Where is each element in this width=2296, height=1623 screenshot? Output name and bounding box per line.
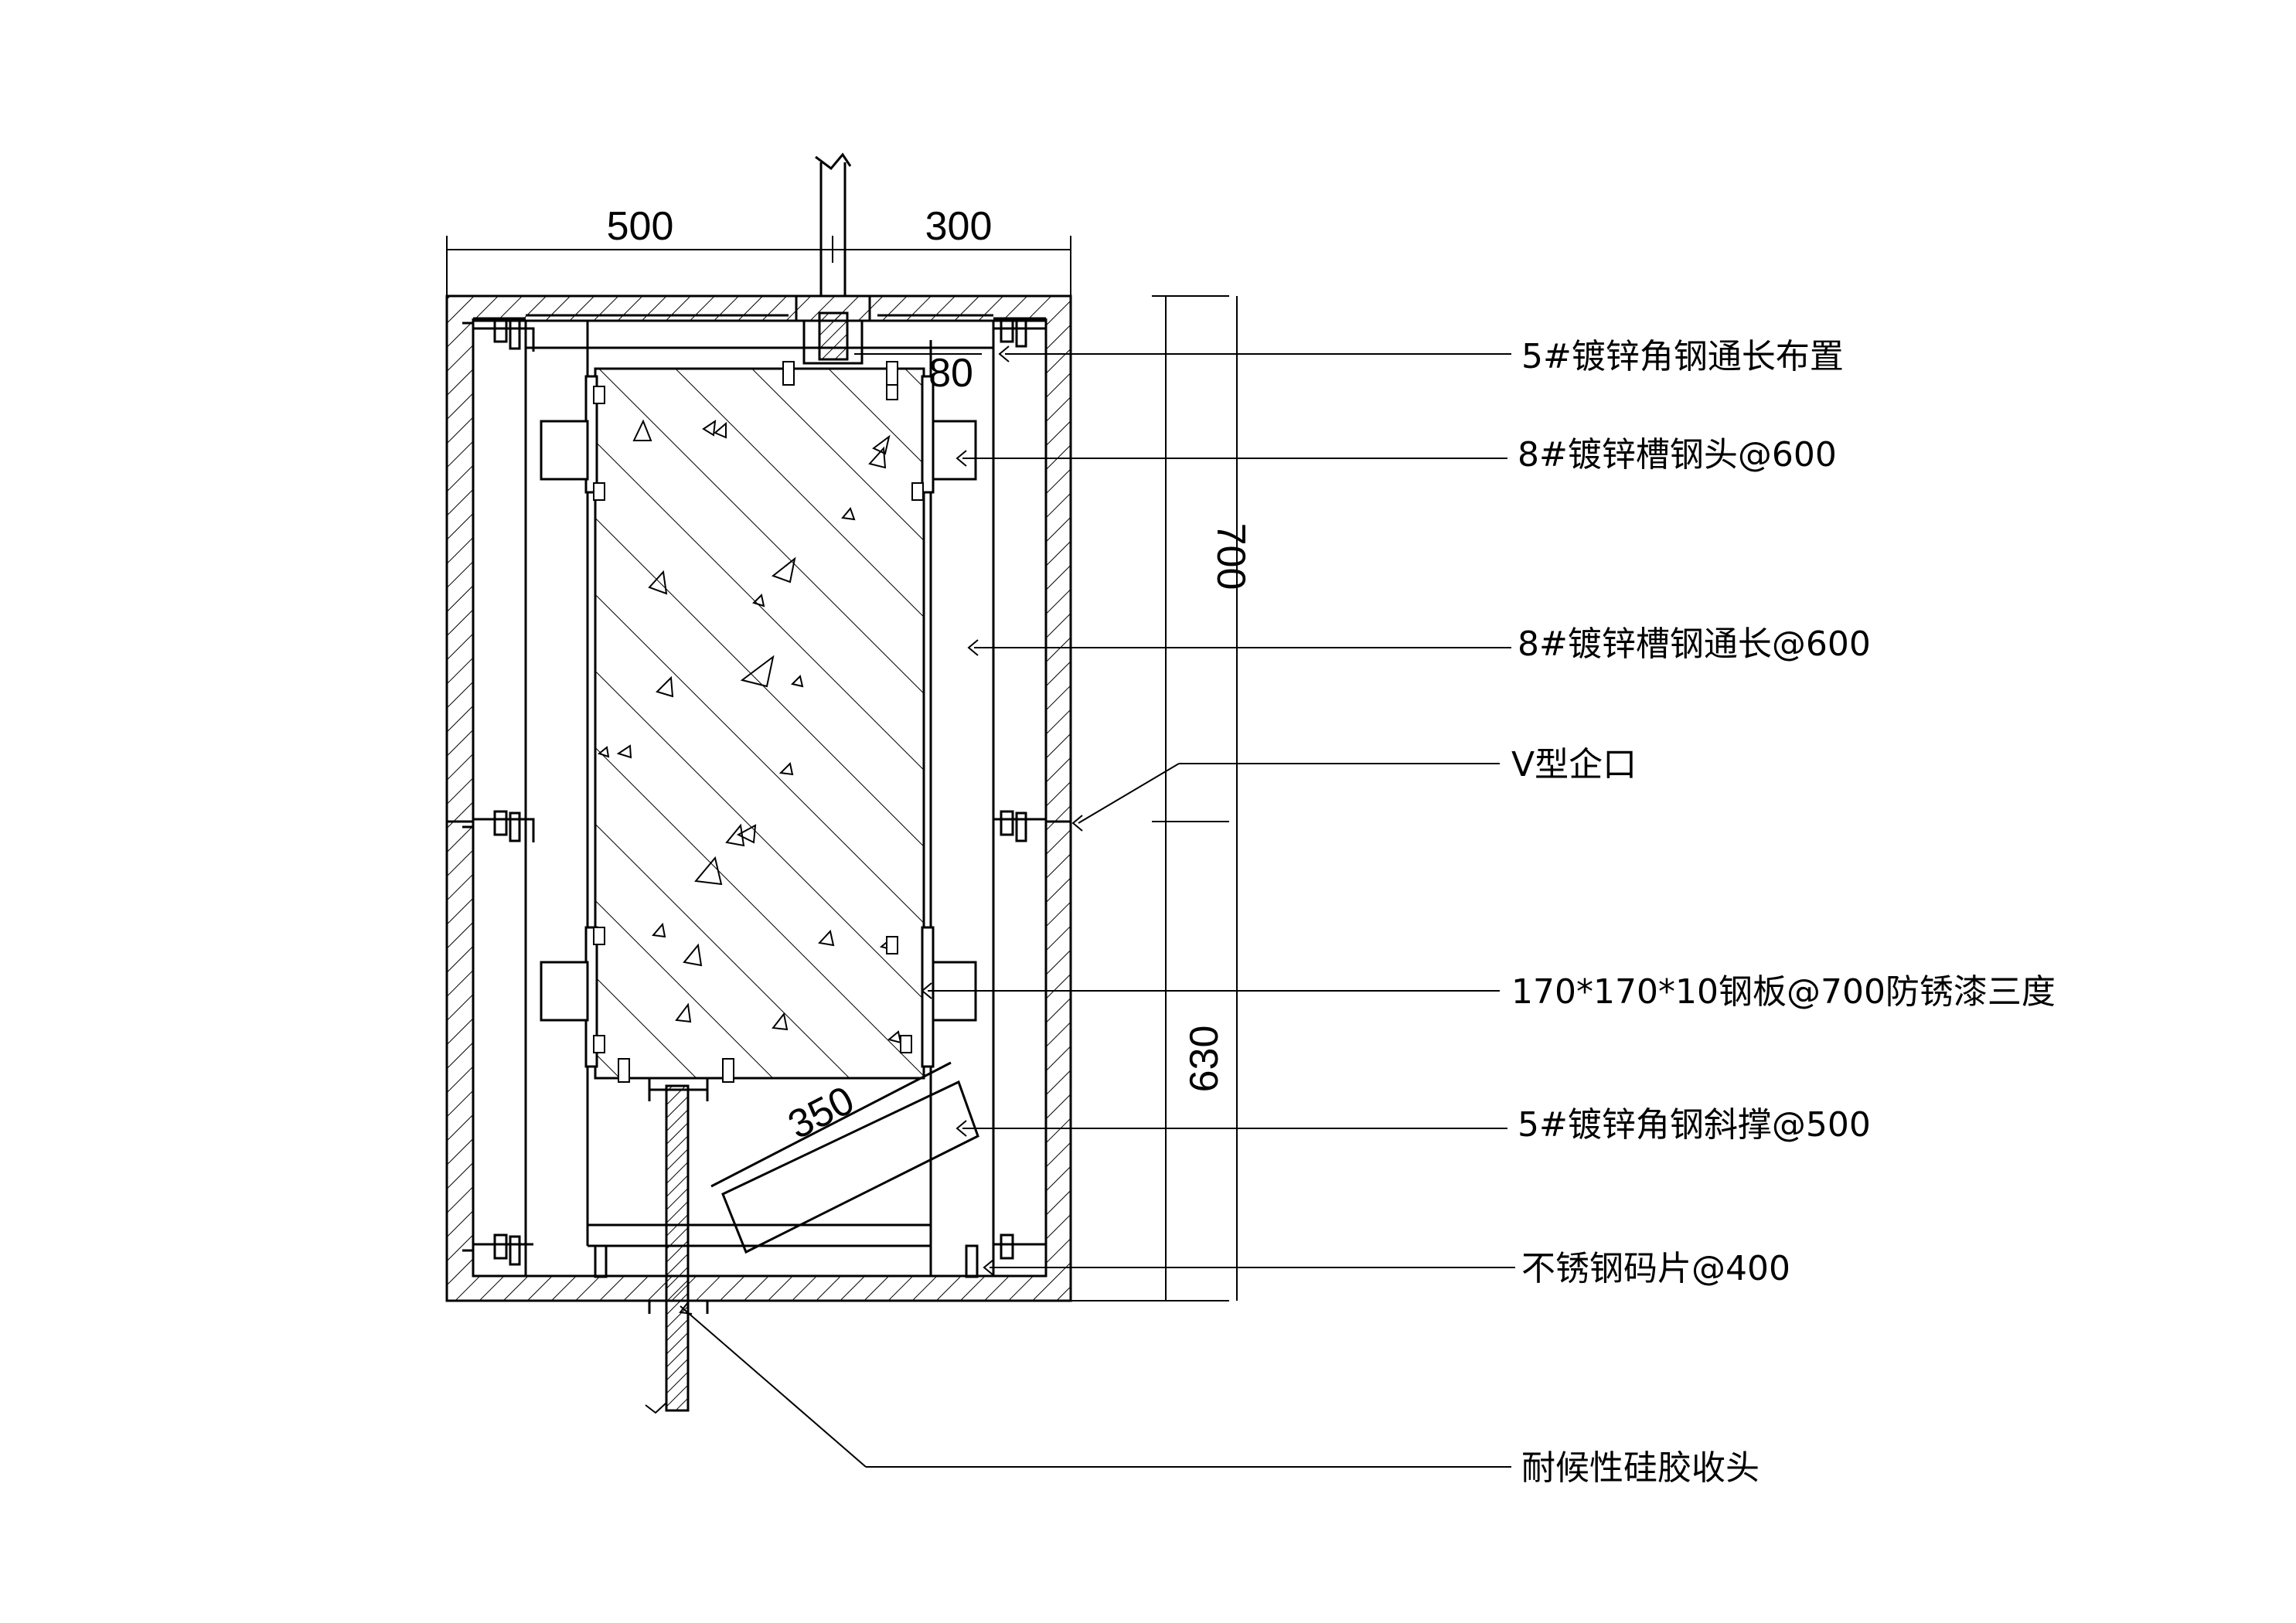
label-diagonal-brace: 5#镀锌角钢斜撑@500 xyxy=(1518,1105,1871,1145)
side-brackets xyxy=(462,317,1048,1278)
label-channel-head: 8#镀锌槽钢头@600 xyxy=(1518,435,1837,475)
label-angle-continuous: 5#镀锌角钢通长布置 xyxy=(1521,337,1844,376)
dimension-lines xyxy=(446,236,1238,1301)
label-stainless-clip: 不锈钢码片@400 xyxy=(1521,1249,1790,1288)
dim-630: 630 xyxy=(1182,1026,1227,1093)
dim-300: 300 xyxy=(925,204,993,249)
concrete-core xyxy=(594,367,925,1080)
label-channel-continuous: 8#镀锌槽钢通长@600 xyxy=(1518,624,1871,664)
diagonal-brace xyxy=(710,1061,979,1254)
leader-lines xyxy=(679,345,1515,1468)
anchor-bolts xyxy=(593,361,924,1083)
dim-500: 500 xyxy=(607,204,674,249)
bottom-fin xyxy=(645,1078,709,1414)
dim-700: 700 xyxy=(1208,523,1253,590)
dim-80: 80 xyxy=(928,351,973,396)
top-fin xyxy=(795,152,871,365)
channel-heads xyxy=(540,420,977,1022)
dim-350: 350 xyxy=(781,1077,861,1148)
label-steel-plate: 170*170*10钢板@700防锈漆三度 xyxy=(1511,972,2056,1012)
label-v-groove: V型企口 xyxy=(1511,745,1637,784)
label-silicone-seal: 耐候性硅胶收头 xyxy=(1521,1448,1759,1488)
